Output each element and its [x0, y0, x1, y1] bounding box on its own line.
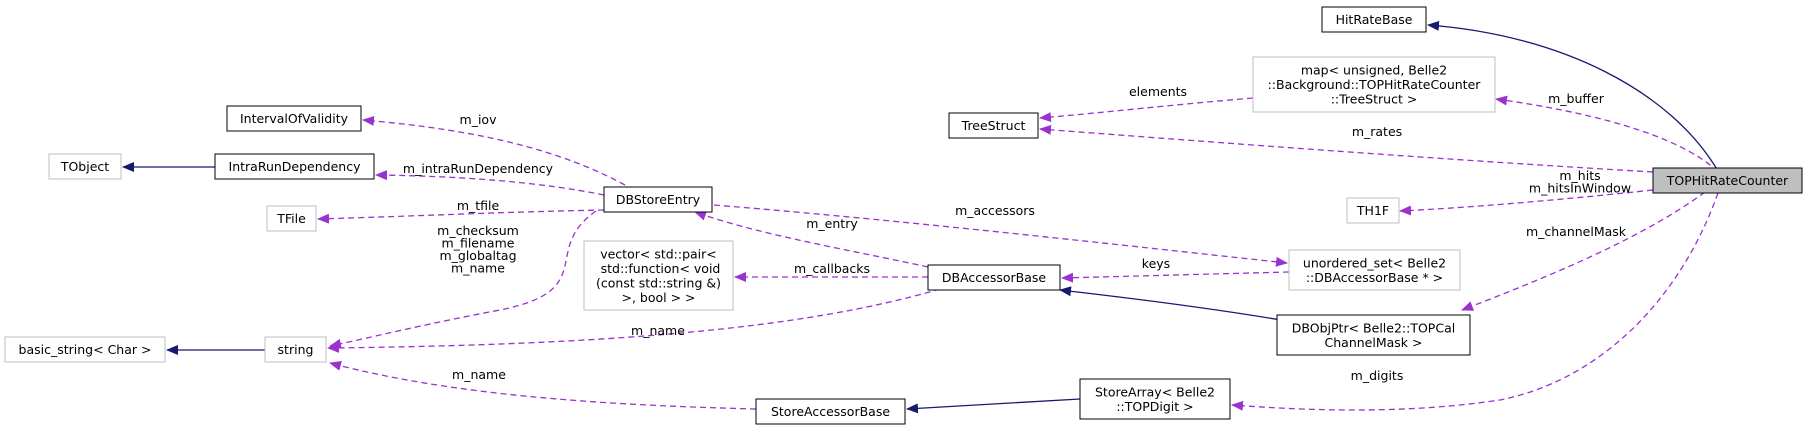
node-box — [583, 240, 734, 311]
class-node-map-treestruct[interactable]: map< unsigned, Belle2::Background::TOPHi… — [1252, 56, 1496, 113]
class-node-th1f[interactable]: TH1F — [1346, 197, 1400, 224]
node-label: string — [278, 342, 314, 357]
edge-label-m-name-storeaccessor: m_name — [452, 367, 506, 382]
edge-label-keys: keys — [1142, 256, 1170, 271]
node-box — [1288, 249, 1461, 291]
class-node-string[interactable]: string — [264, 336, 327, 363]
class-node-basic-string[interactable]: basic_string< Char > — [4, 336, 166, 363]
node-label: TObject — [60, 159, 109, 174]
edge-label-m-intrarundependency: m_intraRunDependency — [403, 161, 554, 176]
usage-edge-m-hits — [1399, 189, 1654, 216]
node-box — [948, 112, 1039, 139]
class-node-tophitratecounter[interactable]: TOPHitRateCounter — [1652, 167, 1803, 194]
class-node-storeaccessorbase[interactable]: StoreAccessorBase — [755, 398, 906, 425]
node-label: TOPHitRateCounter — [1666, 173, 1789, 188]
node-box — [1321, 6, 1427, 33]
usage-edge-m-digits — [1231, 192, 1719, 411]
node-label: IntervalOfValidity — [240, 111, 349, 126]
node-label: map< unsigned, Belle2::Background::TOPHi… — [1268, 63, 1482, 107]
class-node-treestruct[interactable]: TreeStruct — [948, 112, 1039, 139]
node-label: basic_string< Char > — [19, 342, 152, 357]
node-label: TH1F — [1356, 203, 1389, 218]
node-label: unordered_set< Belle2::DBAccessorBase * … — [1303, 255, 1446, 285]
edge-label-m-tfile: m_tfile — [457, 198, 500, 213]
usage-edge-m-channelmask — [1461, 191, 1706, 311]
class-node-dbstoreentry[interactable]: DBStoreEntry — [603, 186, 713, 213]
edge-label-m-iov: m_iov — [460, 112, 498, 127]
node-label: IntraRunDependency — [229, 159, 362, 174]
edge-label-m-accessors: m_accessors — [955, 203, 1035, 218]
class-node-hitratebase[interactable]: HitRateBase — [1321, 6, 1427, 33]
class-node-vector-pair[interactable]: vector< std::pair< std::function< void(c… — [583, 240, 734, 311]
node-box — [48, 153, 122, 180]
edge-label-m-callbacks: m_callbacks — [794, 261, 870, 276]
class-node-tobject[interactable]: TObject — [48, 153, 122, 180]
node-box — [1346, 197, 1400, 224]
node-label: TreeStruct — [961, 118, 1026, 133]
node-box — [214, 153, 375, 180]
usage-edge-m-name-storeaccessor — [329, 361, 757, 410]
edge-label-m-entry: m_entry — [806, 216, 858, 231]
class-node-intrarundependency[interactable]: IntraRunDependency — [214, 153, 375, 180]
usage-edge-keys — [1061, 271, 1290, 283]
class-node-unordered-set[interactable]: unordered_set< Belle2::DBAccessorBase * … — [1288, 249, 1461, 291]
usage-edge-dbstoreentry-strings — [329, 210, 597, 349]
edge-label-m-buffer: m_buffer — [1548, 91, 1605, 106]
class-node-intervalofvalidity[interactable]: IntervalOfValidity — [226, 105, 362, 132]
usage-edge-m-buffer — [1495, 95, 1719, 173]
node-box — [266, 205, 317, 232]
node-box — [1079, 378, 1231, 420]
edge-label-m-rates: m_rates — [1352, 124, 1402, 139]
usage-edge-m-intrarundependency — [375, 170, 605, 196]
usage-edge-m-accessors — [713, 204, 1288, 267]
node-label: vector< std::pair< std::function< void(c… — [596, 246, 721, 305]
node-box — [1252, 56, 1496, 113]
node-label: StoreArray< Belle2::TOPDigit > — [1095, 384, 1215, 414]
edge-label-m-digits: m_digits — [1351, 368, 1404, 383]
usage-edge-m-entry — [694, 210, 929, 268]
node-box — [1652, 167, 1803, 194]
edges — [122, 20, 1719, 414]
node-box — [755, 398, 906, 425]
usage-edge-elements — [1039, 97, 1254, 123]
node-box — [1276, 314, 1471, 356]
class-node-dbaccessorbase[interactable]: DBAccessorBase — [927, 264, 1061, 291]
inheritance-edge-dbaccessorbase — [1059, 286, 1288, 322]
node-label: StoreAccessorBase — [771, 404, 890, 419]
node-label: DBAccessorBase — [942, 270, 1047, 285]
edge-label-m-channelmask: m_channelMask — [1526, 224, 1627, 239]
usage-edge-m-rates — [1039, 124, 1654, 173]
node-label: HitRateBase — [1336, 12, 1413, 27]
edge-label-m-name-dbaccessor: m_name — [631, 323, 685, 338]
node-label: TFile — [276, 211, 306, 226]
node-box — [603, 186, 713, 213]
node-box — [927, 264, 1061, 291]
node-box — [264, 336, 327, 363]
node-box — [4, 336, 166, 363]
node-box — [226, 105, 362, 132]
class-node-storearray[interactable]: StoreArray< Belle2::TOPDigit > — [1079, 378, 1231, 420]
inheritance-edge-storeaccessorbase — [906, 398, 1081, 414]
class-node-tfile[interactable]: TFile — [266, 205, 317, 232]
nodes: HitRateBase map< unsigned, Belle2::Backg… — [4, 6, 1803, 425]
usage-edge-m-tfile — [317, 209, 605, 224]
edge-label-elements: elements — [1129, 84, 1187, 99]
node-label: DBStoreEntry — [616, 192, 701, 207]
inheritance-edge-hitratebase — [1427, 20, 1719, 172]
usage-edge-m-name-dbaccessor — [327, 288, 941, 353]
